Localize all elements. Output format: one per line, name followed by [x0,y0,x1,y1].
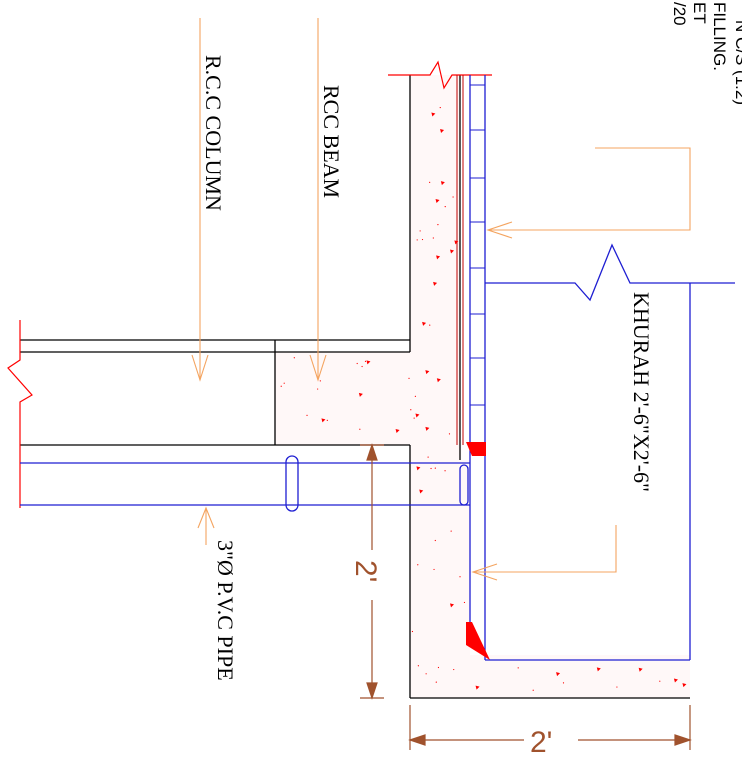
hatch-mark [422,321,427,326]
hatch-dot [532,689,534,691]
dim-text-bg-v [356,550,388,600]
hatch-dot [429,181,431,183]
hatch-dot [616,686,618,688]
hatch-dot [434,467,436,469]
note-line-2: FILLING. [710,2,729,71]
khurah-outline [469,75,735,661]
hatch-mark [596,667,601,672]
top-break-line [388,60,492,90]
hatch-dot [283,382,285,384]
label-rcc-column: R.C.C COLUMN [201,55,226,211]
dim-text-bg [524,724,578,754]
hatch-dot [280,385,282,387]
concrete-outline [20,75,690,699]
hatch-dot [417,665,419,667]
hatch-dot [429,324,431,326]
hatch-dot [425,673,427,675]
hatch-mark [435,198,440,203]
hatch-dot [439,106,441,109]
note-line-1: N C/S (1:2) [732,20,742,105]
left-break-line [7,320,33,508]
hatch-dot [413,417,415,419]
hatch-mark [454,240,459,245]
hatch-dot [434,539,436,542]
hatch-mark [475,685,480,690]
hatch-mark [433,281,438,286]
concrete-body [275,75,690,698]
hatch-dot [452,196,454,198]
hatch-dot [419,230,421,232]
hatch-dot [414,395,416,397]
hatch-dot [319,380,321,382]
hatch-dot [453,668,455,671]
hatch-dot [450,530,452,532]
rebar-lines [456,75,464,445]
hatch-dot [437,666,440,669]
hatch-dot [411,630,414,633]
hatch-dot [463,601,466,604]
hatch-mark [450,249,455,254]
hatch-dot [433,568,435,571]
hatch-dot [417,564,419,566]
hatch-dot [306,414,308,416]
dimension-vertical: 2' [349,560,382,582]
hatch-dot [361,365,363,368]
notes-block: N C/S (1:2) FILLING. ET /20 [670,2,742,105]
hatch-mark [436,255,441,260]
hatch-dot [437,224,439,226]
hatch-mark [419,489,424,494]
hatch-mark [425,426,430,431]
hatch-dot [326,419,328,421]
hatch-mark [395,429,400,434]
hatch-dot [448,433,451,435]
note-line-3: ET [690,2,709,24]
hatch-dot [421,238,424,241]
leaders [191,18,691,581]
hatch-dot [427,456,429,458]
note-line-4: /20 [670,2,689,26]
hatch-mark [321,418,326,423]
hatch-mark [556,672,561,677]
concrete-hatch [280,106,687,691]
pvc-pipe [20,455,470,512]
hatch-dot [435,681,437,683]
hatch-dot [293,357,295,359]
haunch-fill-top [466,442,486,456]
hatch-dot [659,680,661,682]
hatch-mark [440,128,445,133]
hatch-mark [425,370,430,375]
hatch-mark [436,378,441,383]
hatch-mark [416,466,421,471]
hatch-dot [432,237,434,239]
haunch-fill-bottom [466,622,490,660]
hatch-dot [359,428,361,430]
hatch-dot [416,239,418,241]
wall-ticks [470,84,485,406]
hatch-mark [638,667,643,672]
hatch-dot [410,409,412,411]
hatch-dot [459,576,461,578]
label-khurah: KHURAH 2'-6"X2'-6" [629,292,654,492]
hatch-mark [440,181,445,186]
hatch-dot [364,360,367,362]
hatch-mark [366,360,371,365]
hatch-dot [356,362,358,365]
hatch-mark [358,392,363,397]
hatch-dot [317,388,319,390]
hatch-dot [444,470,446,472]
hatch-mark [682,683,687,688]
hatch-dot [517,667,519,669]
hatch-mark [449,603,454,608]
hatch-dot [444,206,446,208]
hatch-mark [431,112,436,117]
label-rcc-beam: RCC BEAM [319,85,344,198]
label-pvc-pipe: 3"Ø P.V.C PIPE [213,540,238,681]
hatch-mark [415,413,420,418]
hatch-dot [562,682,565,684]
dimension-horizontal: 2' [530,726,552,759]
hatch-mark [673,678,678,683]
hatch-dot [408,377,410,380]
hatch-dot [430,467,432,470]
